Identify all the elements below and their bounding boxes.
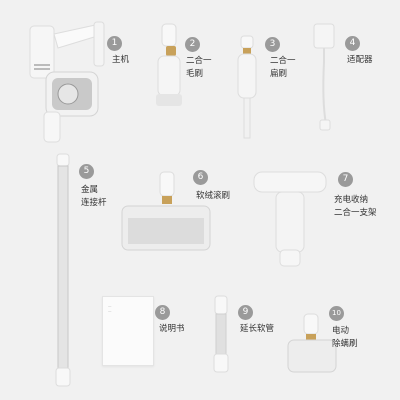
crevice-tool-icon (237, 35, 257, 139)
item-number-badge: 10 (329, 306, 344, 321)
roller-brush-icon (121, 171, 211, 251)
item-label: 主机 (112, 55, 130, 65)
item-label: 二合一毛刷 (186, 56, 212, 79)
item-number-badge: 5 (79, 164, 94, 179)
power-adapter-icon (313, 23, 335, 131)
brush-head-icon (156, 23, 182, 106)
item-number-badge: 3 (265, 37, 280, 52)
item-label: 软绒滚刷 (196, 191, 231, 201)
charging-bracket-icon (253, 171, 327, 267)
item-label: 二合一扁刷 (270, 56, 296, 79)
metal-tube-icon (55, 153, 71, 387)
item-number-badge: 9 (238, 305, 253, 320)
item-number-badge: 7 (338, 172, 353, 187)
item-number-badge: 1 (107, 36, 122, 51)
manual-icon: — — (102, 296, 154, 366)
item-number-badge: 8 (155, 305, 170, 320)
item-label: 说明书 (159, 324, 185, 334)
mite-brush-icon (287, 313, 337, 373)
extension-hose-icon (213, 295, 229, 373)
item-number-badge: 4 (345, 36, 360, 51)
item-label: 充电收纳二合一支架 (334, 195, 377, 218)
item-number-badge: 6 (193, 170, 208, 185)
item-label: 适配器 (347, 55, 373, 65)
item-label: 金属连接杆 (81, 185, 107, 208)
item-label: 电动除螨刷 (332, 326, 358, 349)
item-label: 延长软管 (240, 324, 275, 334)
item-number-badge: 2 (185, 37, 200, 52)
vacuum-main-body-icon (29, 21, 105, 143)
